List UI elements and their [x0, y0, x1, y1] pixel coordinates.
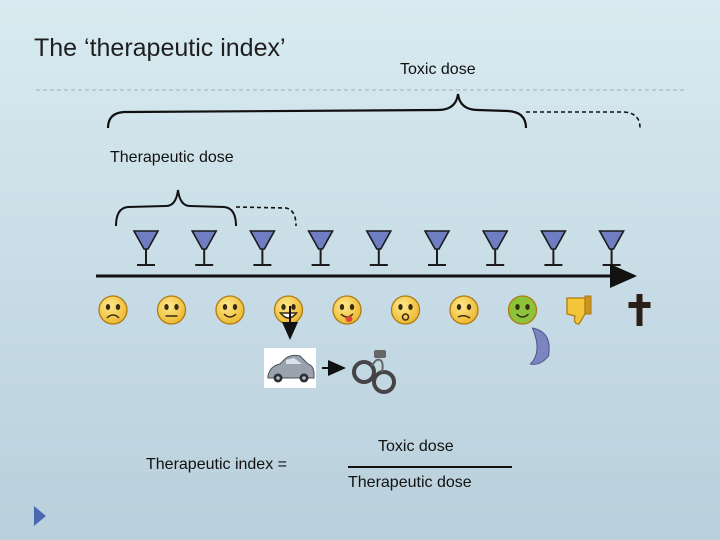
- therapeutic-dose-brace-extension: [235, 206, 297, 227]
- martini-glass-icon: [132, 230, 160, 266]
- martini-glass-icon: [307, 230, 334, 266]
- martini-glass-icon: [481, 230, 509, 266]
- therapeutic-dose-brace: [115, 189, 237, 227]
- martini-glass-icon: [540, 230, 567, 266]
- martini-glass-icon: [598, 230, 625, 266]
- next-slide-triangle[interactable]: [34, 506, 46, 526]
- formula-denominator: Therapeutic dose: [348, 474, 472, 491]
- sick-face-icon: [507, 295, 550, 365]
- thumbs-down-icon: [566, 295, 592, 325]
- car-icon: [264, 348, 316, 388]
- toxic-dose-brace: [106, 93, 528, 129]
- glasses-row: [132, 230, 625, 266]
- martini-glass-icon: [190, 230, 218, 266]
- handcuffs-icon: [352, 350, 396, 394]
- toxic-dose-brace-extension: [526, 111, 641, 129]
- sad-face-icon: [98, 295, 128, 325]
- formula-numerator: Toxic dose: [378, 438, 454, 455]
- surprised-face-icon: [390, 295, 421, 325]
- cross-icon: [628, 294, 651, 326]
- slide-title: The ‘therapeutic index’: [34, 34, 286, 62]
- toxic-dose-label: Toxic dose: [400, 61, 476, 78]
- grin-face-icon: [273, 295, 304, 325]
- martini-glass-icon: [423, 230, 451, 266]
- martini-glass-icon: [365, 230, 393, 266]
- therapeutic-index-lhs: Therapeutic index =: [146, 456, 287, 473]
- faces-row: [98, 294, 651, 365]
- tongue-face-icon: [332, 295, 362, 325]
- neutral-face-icon: [156, 295, 187, 325]
- smile-face-icon: [215, 295, 245, 325]
- martini-glass-icon: [249, 230, 276, 266]
- therapeutic-dose-label: Therapeutic dose: [110, 149, 234, 166]
- confused-face-icon: [449, 295, 479, 325]
